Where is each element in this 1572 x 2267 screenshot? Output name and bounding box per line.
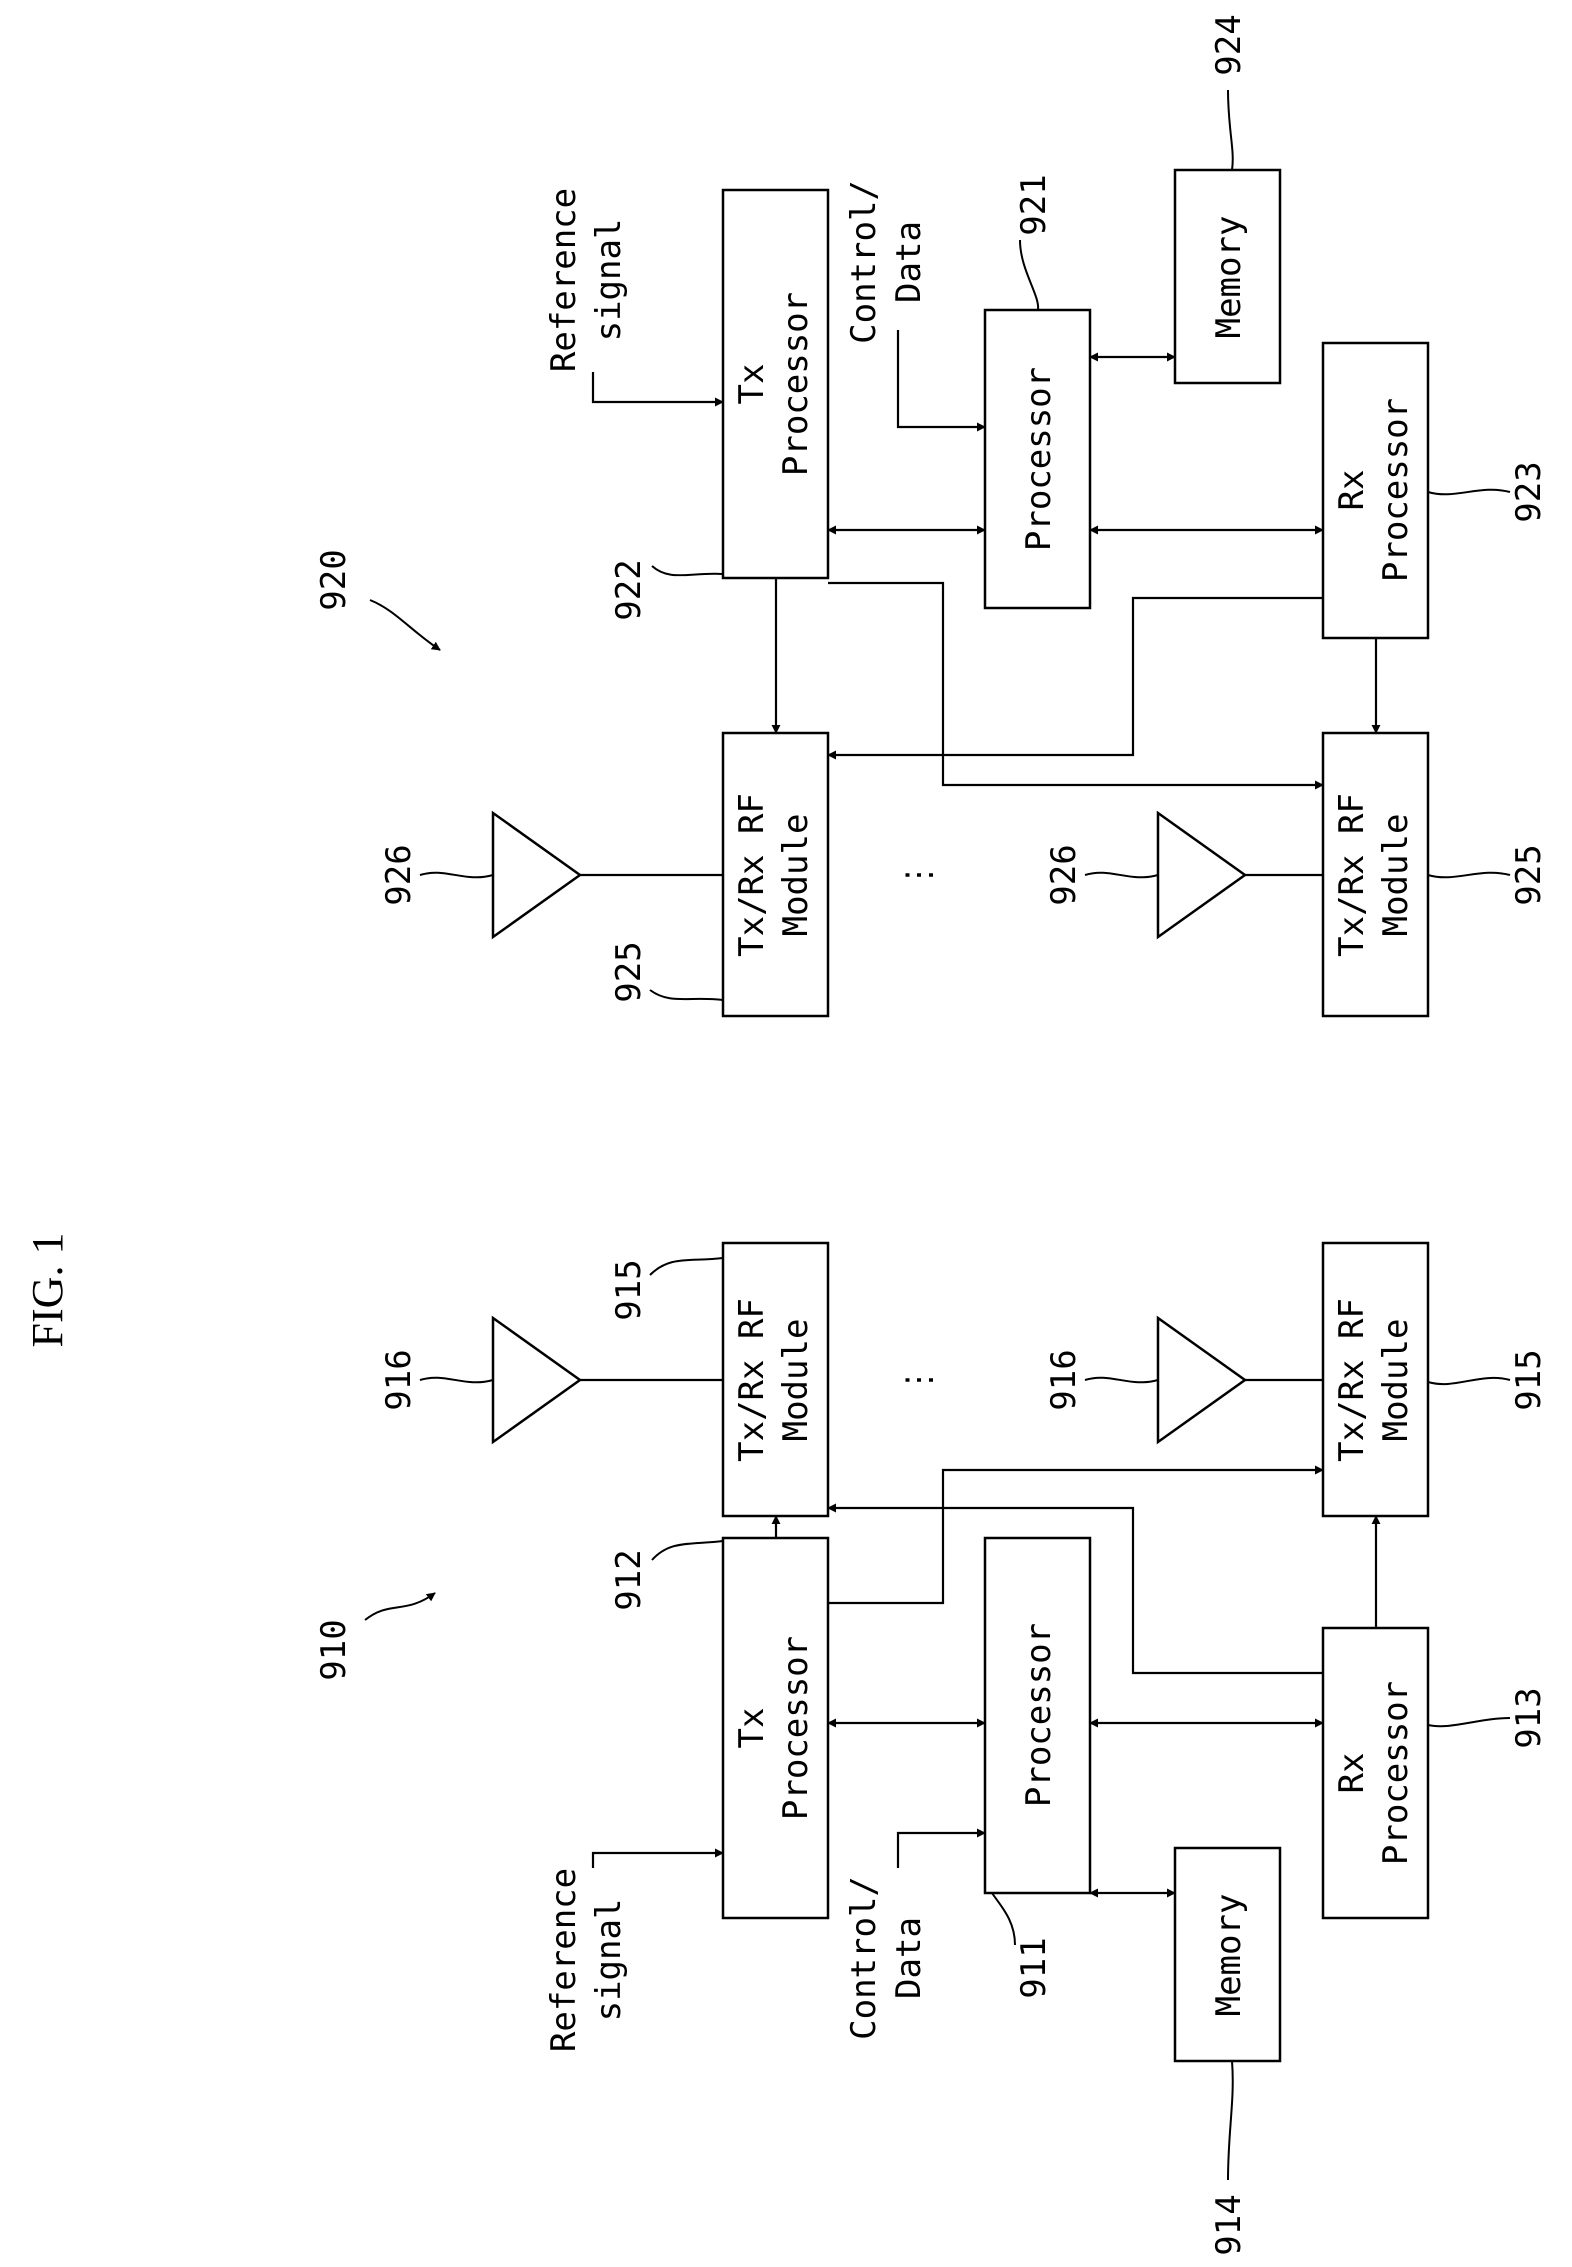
link-923-925-top	[828, 598, 1323, 755]
tx-processor-922-leader	[652, 566, 723, 575]
rx-processor-923-line2: Processor	[1376, 398, 1416, 582]
tx-processor-912-leader	[652, 1541, 723, 1560]
rf-ellipsis-920: ⋮	[899, 858, 939, 892]
antenna-926-top-icon	[493, 813, 580, 937]
rf-module-915-bottom-leader	[1428, 1378, 1510, 1384]
antenna-926-bottom-icon	[1158, 813, 1245, 937]
tx-processor-912-line1: Tx	[732, 1708, 772, 1749]
rf-ellipsis-910: ⋮	[899, 1363, 939, 1397]
device-910-ref: 910	[314, 1619, 354, 1680]
rf-module-925-bottom-leader	[1428, 873, 1510, 878]
antenna-926-bottom-leader	[1085, 873, 1158, 878]
rf-module-915-top-line1: Tx/Rx RF	[732, 1298, 772, 1462]
memory-914-label: Memory	[1209, 1894, 1249, 2017]
reference-signal-920-line1: Reference	[544, 188, 584, 372]
antenna-916-bottom-icon	[1158, 1318, 1245, 1442]
control-data-920-wire	[898, 330, 985, 427]
tx-processor-922-line1: Tx	[732, 364, 772, 405]
rf-module-925-top-leader	[650, 990, 723, 1000]
tx-processor-922-line2: Processor	[776, 292, 816, 476]
processor-921-ref: 921	[1014, 174, 1054, 235]
antenna-926-top-ref: 926	[379, 844, 419, 905]
device-920: 920 Tx Processor 922 Processor 921 Rx Pr…	[314, 14, 1549, 1016]
rx-processor-923-ref: 923	[1509, 461, 1549, 522]
control-data-920-line1: Control/	[844, 180, 884, 344]
rf-module-925-bottom-line1: Tx/Rx RF	[1332, 793, 1372, 957]
antenna-916-top-ref: 916	[379, 1349, 419, 1410]
antenna-926-bottom-ref: 926	[1044, 844, 1084, 905]
figure-label: FIG. 1	[23, 1233, 72, 1348]
tx-processor-912-ref: 912	[609, 1549, 649, 1610]
reference-signal-910-wire	[593, 1853, 723, 1868]
rx-processor-913-line1: Rx	[1332, 1753, 1372, 1794]
processor-911-leader	[992, 1893, 1015, 1945]
memory-924-label: Memory	[1209, 216, 1249, 339]
rx-processor-913-ref: 913	[1509, 1687, 1549, 1748]
device-910-ref-arrow	[365, 1593, 435, 1620]
device-920-ref: 920	[314, 549, 354, 610]
rf-module-915-bottom-line1: Tx/Rx RF	[1332, 1298, 1372, 1462]
memory-914-leader	[1228, 2061, 1233, 2180]
rx-processor-923-leader	[1428, 490, 1510, 495]
rx-processor-913-leader	[1428, 1718, 1510, 1726]
tx-processor-922-ref: 922	[609, 559, 649, 620]
device-910: 910 Tx Processor 912 Processor 911 Rx Pr…	[314, 1243, 1549, 2256]
memory-924-leader	[1228, 90, 1233, 170]
rf-module-925-bottom-line2: Module	[1376, 814, 1416, 937]
rx-processor-913-line2: Processor	[1376, 1681, 1416, 1865]
reference-signal-920-line2: signal	[589, 219, 629, 342]
rf-module-925-bottom-ref: 925	[1509, 844, 1549, 905]
processor-921-label: Processor	[1019, 367, 1059, 551]
tx-processor-912-line2: Processor	[776, 1636, 816, 1820]
antenna-916-bottom-leader	[1085, 1378, 1158, 1383]
antenna-926-top-leader	[420, 873, 493, 878]
control-data-910-wire	[898, 1833, 985, 1868]
reference-signal-910-line1: Reference	[544, 1868, 584, 2052]
antenna-916-top-icon	[493, 1318, 580, 1442]
rf-module-915-top-leader	[650, 1258, 723, 1275]
rf-module-915-top-line2: Module	[776, 1319, 816, 1442]
rf-module-915-top-ref: 915	[609, 1259, 649, 1320]
rf-module-915-bottom-ref: 915	[1509, 1349, 1549, 1410]
processor-921-leader	[1020, 240, 1038, 310]
memory-914-ref: 914	[1209, 2194, 1249, 2255]
processor-911-ref: 911	[1014, 1937, 1054, 1998]
processor-911-label: Processor	[1019, 1623, 1059, 1807]
antenna-916-bottom-ref: 916	[1044, 1349, 1084, 1410]
reference-signal-920-wire	[593, 372, 723, 402]
control-data-920-line2: Data	[889, 221, 929, 303]
memory-924-ref: 924	[1209, 14, 1249, 75]
rf-module-915-bottom-line2: Module	[1376, 1319, 1416, 1442]
device-920-ref-arrow	[370, 600, 440, 650]
rf-module-925-top-line2: Module	[776, 814, 816, 937]
antenna-916-top-leader	[420, 1378, 493, 1383]
reference-signal-910-line2: signal	[589, 1899, 629, 2022]
control-data-910-line1: Control/	[844, 1876, 884, 2040]
control-data-910-line2: Data	[889, 1917, 929, 1999]
rf-module-925-top-ref: 925	[609, 941, 649, 1002]
rf-module-925-top-line1: Tx/Rx RF	[732, 793, 772, 957]
rx-processor-923-line1: Rx	[1332, 470, 1372, 511]
